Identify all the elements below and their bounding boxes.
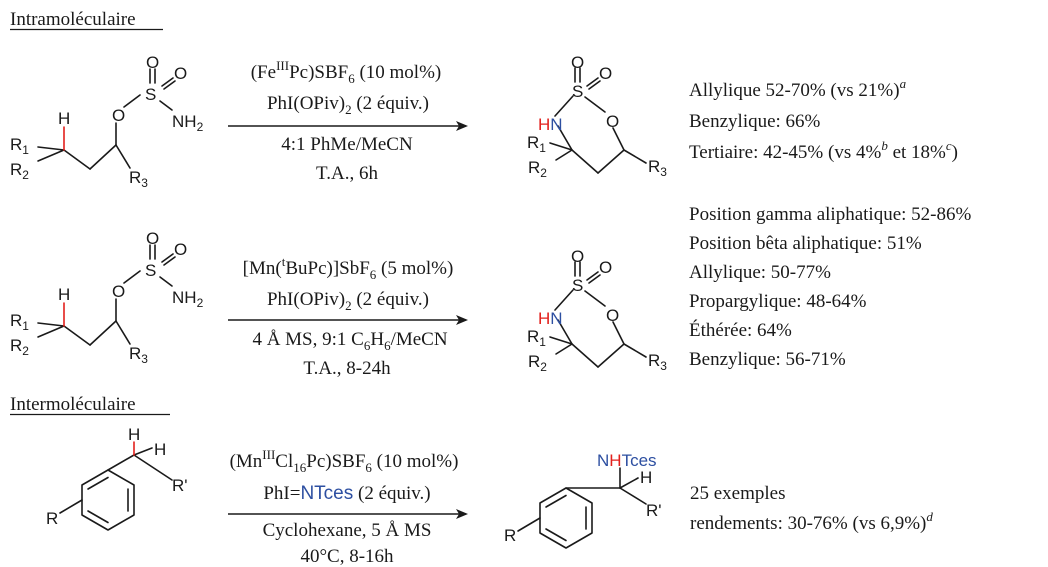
r2-oxo-oxygen-right-label: O — [174, 240, 187, 259]
r2-R3-label: R3 — [129, 344, 148, 366]
product-2-structure: HN S O O O R1 R2 R3 — [527, 247, 667, 374]
reaction2-time: T.A., 8-24h — [303, 358, 391, 379]
reaction1-result-benzylic: Benzylique: 66% — [689, 111, 821, 132]
p1-sulfur-label: S — [572, 82, 583, 101]
r2-sulfur-label: S — [145, 261, 156, 280]
p1-oxo-oxygen-top-label: O — [571, 53, 584, 72]
product-3-structure: NHTces H R' R — [504, 451, 662, 549]
r2-amine-label: NH2 — [172, 288, 204, 310]
p1-R2-label: R2 — [528, 158, 547, 180]
r1-amine-label: NH2 — [172, 112, 204, 134]
section-title-inter: Intermoléculaire — [10, 394, 136, 415]
p1-R3-label: R3 — [648, 157, 667, 179]
reaction3-time: 40°C, 8-16h — [300, 546, 394, 567]
p2-R3-label: R3 — [648, 351, 667, 373]
reaction2-result-beta: Position bêta aliphatique: 51% — [689, 233, 922, 254]
p2-oxo-oxygen-top-label: O — [571, 247, 584, 266]
r1-oxo-oxygen-right-label: O — [174, 64, 187, 83]
p2-sulfur-label: S — [572, 276, 583, 295]
section-title-intra: Intramoléculaire — [10, 9, 136, 30]
reaction2-result-propargylic: Propargylique: 48-64% — [689, 291, 867, 312]
r3-R-label: R — [46, 509, 58, 528]
product-1-structure: HN S O O O R1 R2 R3 — [527, 53, 667, 180]
p3-R-label: R — [504, 526, 516, 545]
reaction1-catalyst: (FeIIIPc)SBF6 (10 mol%) — [251, 58, 442, 86]
r2-R2-label: R2 — [10, 336, 29, 358]
reaction3-catalyst: (MnIIICl16Pc)SBF6 (10 mol%) — [230, 447, 459, 475]
reaction3-result-yield: rendements: 30-76% (vs 6,9%)d — [690, 509, 933, 534]
r1-oxo-oxygen-top-label: O — [146, 53, 159, 72]
p3-Rprime-label: R' — [646, 501, 662, 520]
r2-R1-label: R1 — [10, 311, 29, 333]
reaction2-result-benzylic: Benzylique: 56-71% — [689, 349, 846, 370]
p2-R2-label: R2 — [528, 352, 547, 374]
reaction2-result-allylic: Allylique: 50-77% — [689, 262, 831, 283]
reaction2-catalyst: [Mn(tBuPc)]SbF6 (5 mol%) — [243, 254, 454, 282]
r1-R2-label: R2 — [10, 160, 29, 182]
reaction2-oxidant: PhI(OPiv)2 (2 équiv.) — [267, 289, 429, 313]
p3-hydrogen-label: H — [640, 468, 652, 487]
p1-R1-label: R1 — [527, 133, 546, 155]
r3-hydrogen-red-label: H — [128, 425, 140, 444]
reaction2-result-gamma: Position gamma aliphatique: 52-86% — [689, 204, 971, 225]
p2-R1-label: R1 — [527, 327, 546, 349]
reaction1-result-tertiary: Tertiaire: 42-45% (vs 4%b et 18%c) — [689, 138, 958, 163]
r1-hydrogen-label: H — [58, 109, 70, 128]
r1-sulfur-label: S — [145, 85, 156, 104]
p1-ring-oxygen-label: O — [606, 112, 619, 131]
reactant-2-structure: O O O S NH2 H R1 R2 R3 — [10, 229, 204, 366]
r2-oxo-oxygen-top-label: O — [146, 229, 159, 248]
r3-hydrogen-label: H — [154, 440, 166, 459]
reactant-1-structure: O O O S NH2 H R1 R2 R3 — [10, 53, 204, 190]
reaction3-solvent: Cyclohexane, 5 Å MS — [263, 520, 432, 541]
reaction1-oxidant: PhI(OPiv)2 (2 équiv.) — [267, 93, 429, 117]
reactant-3-structure: H H R' R — [46, 425, 188, 531]
r1-ester-oxygen-label: O — [112, 106, 125, 125]
reaction2-result-ethereal: Éthérée: 64% — [689, 319, 792, 341]
p1-oxo-oxygen-right-label: O — [599, 64, 612, 83]
p2-oxo-oxygen-right-label: O — [599, 258, 612, 277]
r1-R1-label: R1 — [10, 135, 29, 157]
p1-nh-label: HN — [538, 115, 563, 134]
r3-Rprime-label: R' — [172, 476, 188, 495]
p3-nhtces-label: NHTces — [597, 451, 657, 470]
reaction1-result-allylic: Allylique 52-70% (vs 21%)a — [689, 76, 907, 101]
p2-nh-label: HN — [538, 309, 563, 328]
reaction3-result-count: 25 exemples — [690, 483, 786, 504]
r1-R3-label: R3 — [129, 168, 148, 190]
reaction1-time: T.A., 6h — [316, 163, 378, 184]
r2-ester-oxygen-label: O — [112, 282, 125, 301]
reaction1-solvent: 4:1 PhMe/MeCN — [281, 134, 413, 155]
r2-hydrogen-label: H — [58, 285, 70, 304]
reaction3-oxidant: PhI=NTces (2 équiv.) — [263, 483, 430, 504]
p2-ring-oxygen-label: O — [606, 306, 619, 325]
reaction2-solvent: 4 Å MS, 9:1 C6H6/MeCN — [252, 329, 447, 353]
